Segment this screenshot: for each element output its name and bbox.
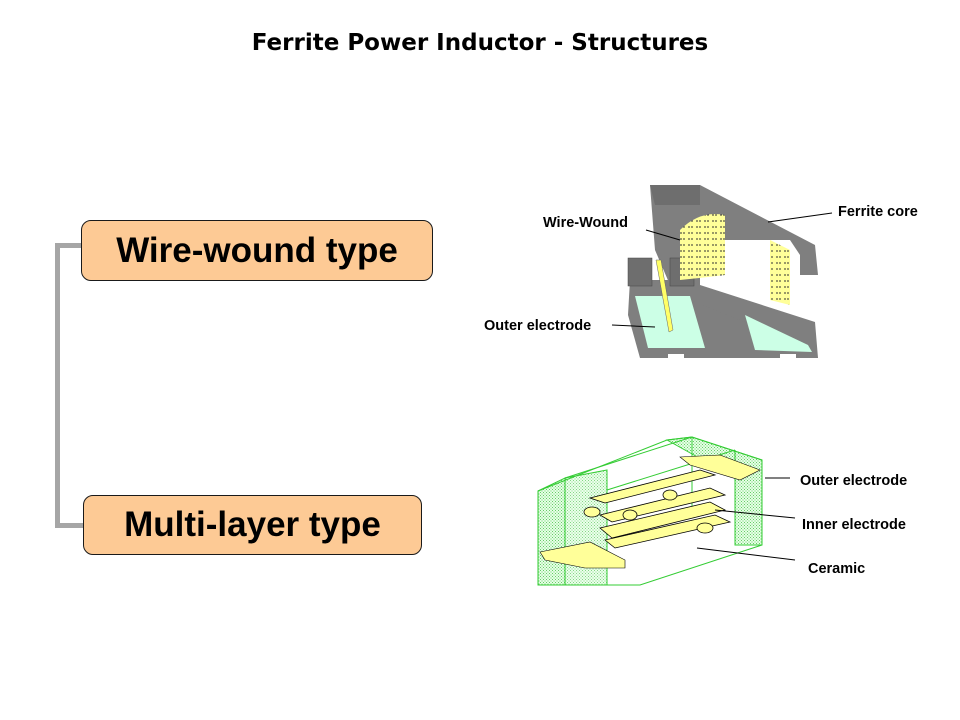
label-wire-wound: Wire-Wound (543, 215, 628, 231)
connector-bottom (55, 523, 85, 528)
label-ferrite-core: Ferrite core (838, 204, 918, 220)
outer-electrode-bottom (539, 541, 626, 569)
wire-coil-right (770, 240, 790, 305)
label-outer-electrode-wire: Outer electrode (484, 318, 592, 334)
label-ceramic: Ceramic (808, 561, 866, 577)
ceramic-body (537, 436, 763, 586)
label-inner-electrode: Inner electrode (802, 517, 906, 533)
multi-layer-type-box: Multi-layer type (83, 495, 422, 555)
label-outer-electrode-multi: Outer electrode (800, 473, 908, 489)
wire-coil-left (680, 214, 725, 280)
lead-wire (655, 259, 674, 333)
page-title: Ferrite Power Inductor - Structures (251, 30, 709, 56)
ferrite-core-shape (627, 185, 818, 360)
outer-electrode-top (679, 454, 761, 481)
connector-top (55, 243, 83, 248)
connector-vertical (55, 243, 60, 528)
wire-wound-type-box: Wire-wound type (81, 220, 433, 281)
inner-electrodes (583, 469, 732, 549)
